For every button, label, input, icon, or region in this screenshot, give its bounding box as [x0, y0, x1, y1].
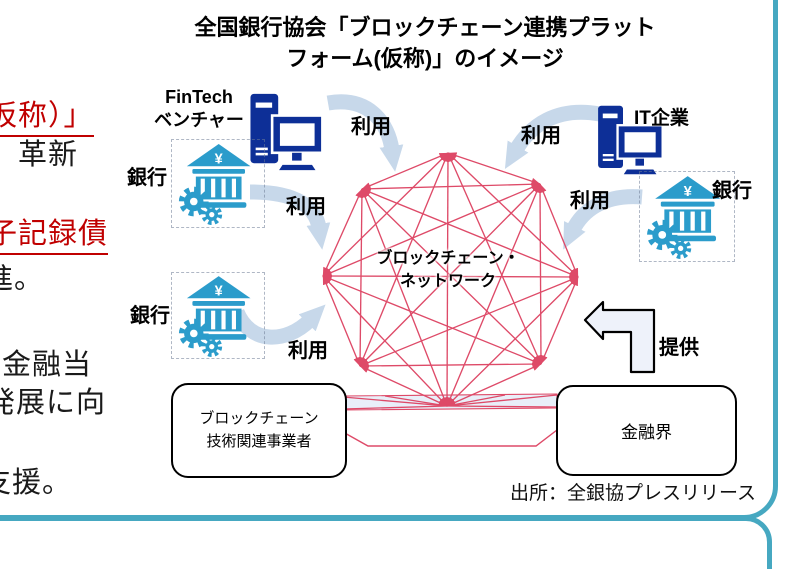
bank-icon-lower-left	[171, 272, 265, 359]
left-text-fragment-1: 仮称）」	[0, 92, 94, 137]
provide-label: 提供	[659, 337, 699, 359]
page-title-line2: フォーム(仮称)」のイメージ	[286, 45, 564, 71]
blockchain-vendors-box-line1: ブロックチェーン	[199, 410, 319, 427]
left-text-fragment-2: 、革新	[0, 139, 79, 171]
network-label: ブロックチェーン・ ネットワーク	[366, 247, 530, 293]
financial-world-box: 金融界	[556, 385, 737, 476]
use-label-bank-lower-left: 利用	[288, 340, 328, 362]
blockchain-vendors-box-line2: 技術関連事業者	[206, 432, 312, 450]
bank-label-right: 銀行	[712, 180, 752, 202]
fintech-venture-label: FinTech ベンチャー	[144, 86, 254, 131]
blockchain-vendors-box: ブロックチェーン 技術関連事業者	[171, 383, 347, 478]
financial-world-box-label: 金融界	[621, 423, 672, 442]
bank-label-upper-left: 銀行	[127, 167, 167, 189]
it-company-label: IT企業	[634, 108, 689, 129]
left-text-fragment-4: 進。	[0, 263, 45, 295]
left-text-fragment-7: 支援。	[0, 467, 73, 499]
fintech-label-line1: FinTech	[165, 87, 233, 107]
use-label-it-company: 利用	[521, 125, 561, 147]
use-label-fintech: 利用	[351, 116, 391, 138]
page-title: 全国銀行協会「ブロックチェーン連携プラット フォーム(仮称)」のイメージ	[125, 13, 725, 75]
bank-label-lower-left: 銀行	[130, 305, 170, 327]
page-title-line1: 全国銀行協会「ブロックチェーン連携プラット	[194, 15, 656, 40]
use-label-bank-right: 利用	[570, 190, 610, 212]
network-label-line1: ブロックチェーン・	[376, 250, 520, 267]
fintech-label-line2: ベンチャー	[154, 109, 244, 130]
left-text-fragment-6: 発展に向	[0, 387, 107, 419]
network-label-line2: ネットワーク	[399, 273, 496, 291]
left-text-fragment-3: 子記録債	[0, 210, 109, 255]
use-label-bank-upper-left: 利用	[286, 196, 326, 218]
bank-icon-upper-left	[171, 139, 265, 228]
left-text-fragment-5: 金融当	[2, 349, 93, 381]
source-credit: 出所：全銀協プレスリリース	[509, 483, 756, 504]
next-section-panel-border	[0, 516, 772, 569]
